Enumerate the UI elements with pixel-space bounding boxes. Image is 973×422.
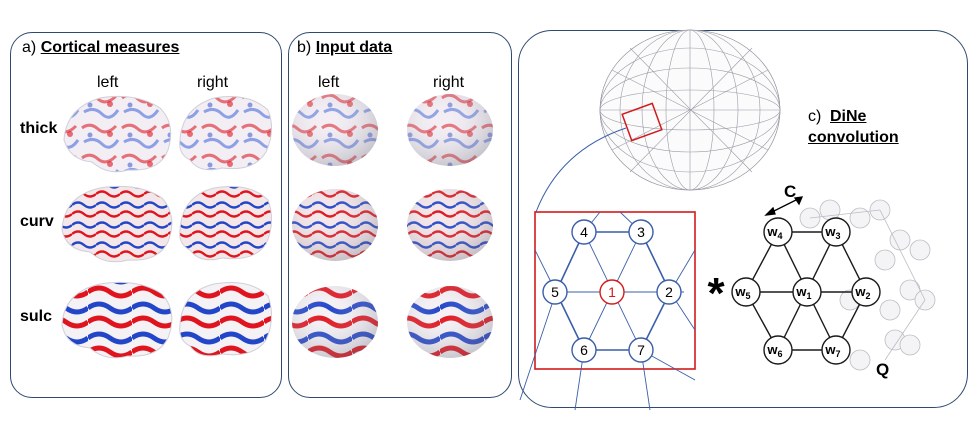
panel-cortical-measures bbox=[10, 32, 282, 398]
panel-b-col-right: right bbox=[433, 74, 465, 91]
panel-a-col-right: right bbox=[197, 74, 229, 91]
row-label-sulc: sulc bbox=[20, 308, 53, 325]
panel-b-title: b) Input data bbox=[297, 39, 392, 57]
row-label-thick: thick bbox=[20, 120, 58, 137]
panel-c-title-line1: DiNe bbox=[830, 108, 867, 125]
panel-c-letter: c) bbox=[808, 108, 822, 125]
panel-a-title-text: Cortical measures bbox=[40, 39, 180, 56]
panel-a-letter: a) bbox=[22, 39, 37, 56]
panel-a-col-left: left bbox=[97, 74, 119, 91]
panel-b-letter: b) bbox=[297, 39, 312, 56]
panel-b-title-text: Input data bbox=[315, 39, 393, 56]
row-label-curv: curv bbox=[20, 213, 54, 230]
panel-c-title-line2: convolution bbox=[808, 129, 899, 146]
panel-dine-convolution bbox=[518, 30, 968, 408]
panel-input-data bbox=[288, 32, 512, 398]
panel-a-title: a) Cortical measures bbox=[22, 39, 179, 57]
panel-b-col-left: left bbox=[318, 74, 340, 91]
